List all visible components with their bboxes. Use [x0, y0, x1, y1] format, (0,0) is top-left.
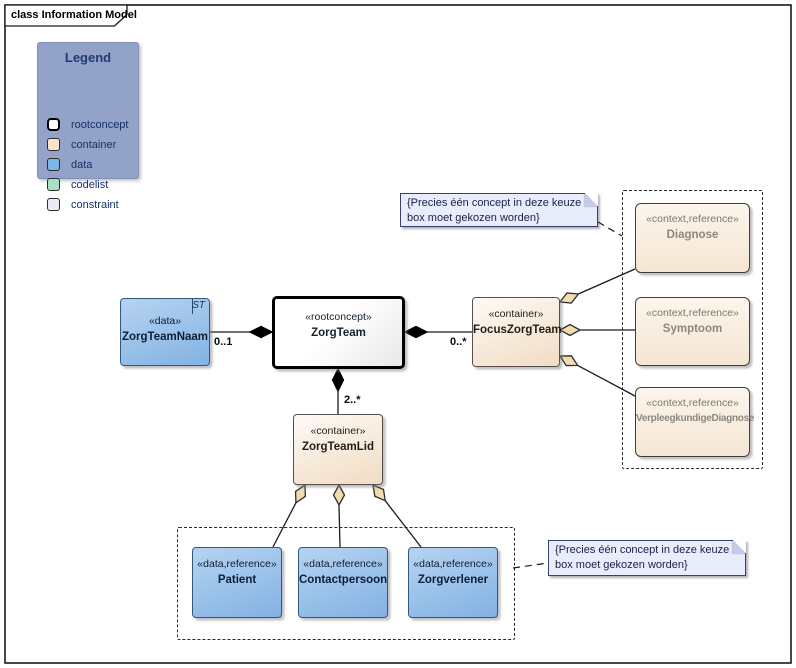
stereotype-label: «rootconcept»: [305, 311, 372, 323]
stereotype-label: «container»: [310, 425, 366, 437]
node-diagnose[interactable]: «context,reference» Diagnose: [635, 203, 750, 273]
legend-item-label: constraint: [71, 199, 119, 211]
legend-item-label: rootconcept: [71, 119, 129, 131]
stereotype-label: «container»: [488, 308, 544, 320]
note-lid-choice[interactable]: {Precies één concept in deze keuze box m…: [548, 540, 746, 576]
node-contactpersoon[interactable]: «data,reference» Contactpersoon: [298, 547, 388, 618]
type-tag-separator: [192, 299, 193, 314]
composition-diamond: [248, 325, 274, 339]
node-name: Patient: [217, 574, 257, 586]
node-symptoom[interactable]: «context,reference» Symptoom: [635, 297, 750, 366]
type-tag: ST: [192, 300, 205, 311]
node-zorgteamnaam[interactable]: ST «data» ZorgTeamNaam: [120, 298, 210, 366]
composition-diamond: [403, 325, 429, 339]
data-swatch: [47, 158, 60, 171]
aggregation-diamond: [558, 323, 582, 337]
legend-item-label: codelist: [71, 179, 109, 191]
codelist-swatch: [47, 178, 60, 191]
node-name: ZorgTeamNaam: [121, 331, 209, 343]
constraint-swatch: [47, 198, 60, 211]
node-zorgverlener[interactable]: «data,reference» Zorgverlener: [408, 547, 498, 618]
legend-item-label: container: [71, 139, 117, 151]
node-name: ZorgTeam: [311, 327, 366, 339]
note-text: {Precies één concept in deze keuze box m…: [555, 544, 730, 571]
rootconcept-swatch: [47, 118, 60, 131]
node-name: FocusZorgTeam: [473, 324, 562, 336]
stereotype-label: «data,reference»: [413, 558, 493, 570]
aggregation-diamond: [294, 483, 307, 505]
node-name: VerpleegkundigeDiagnose: [636, 413, 755, 424]
multiplicity-zorgteamnaam: 0..1: [214, 336, 233, 348]
stereotype-label: «data,reference»: [303, 558, 383, 570]
frame-title: class Information Model: [11, 9, 137, 21]
node-name: Contactpersoon: [299, 574, 388, 586]
note-focus-choice[interactable]: {Precies één concept in deze keuze box m…: [400, 193, 598, 227]
aggregation-diamond: [558, 355, 579, 367]
node-zorgteam[interactable]: «rootconcept» ZorgTeam: [272, 296, 405, 369]
aggregation-diamond: [558, 292, 580, 304]
multiplicity-zorgteamlid: 2..*: [344, 394, 361, 406]
node-focuszorgteam[interactable]: «container» FocusZorgTeam: [472, 297, 562, 367]
node-name: Symptoom: [662, 323, 723, 335]
connector-zorgteam-zorgteamlid[interactable]: [331, 367, 345, 414]
aggregation-diamond: [332, 483, 346, 507]
node-name: ZorgTeamLid: [302, 441, 374, 453]
note-link-focus: [597, 221, 623, 237]
node-name: Diagnose: [666, 229, 719, 241]
note-text: {Precies één concept in deze keuze box m…: [407, 197, 582, 224]
legend-title: Legend: [64, 50, 112, 65]
stereotype-label: «data»: [148, 315, 182, 327]
container-swatch: [47, 138, 60, 151]
legend[interactable]: Legend rootconcept container data codeli…: [37, 42, 139, 211]
stereotype-label: «context,reference»: [646, 397, 739, 409]
composition-diamond: [331, 367, 345, 393]
node-name: Zorgverlener: [417, 574, 489, 586]
note-link-lid: [512, 562, 549, 569]
stereotype-label: «context,reference»: [646, 307, 739, 319]
legend-item-label: data: [71, 159, 93, 171]
node-patient[interactable]: «data,reference» Patient: [192, 547, 282, 618]
node-verpleegkundigediagnose[interactable]: «context,reference» VerpleegkundigeDiagn…: [635, 387, 755, 457]
node-zorgteamlid[interactable]: «container» ZorgTeamLid: [293, 414, 383, 485]
multiplicity-focuszorgteam: 0..*: [450, 336, 467, 348]
stereotype-label: «context,reference»: [646, 213, 739, 225]
stereotype-label: «data,reference»: [197, 558, 277, 570]
